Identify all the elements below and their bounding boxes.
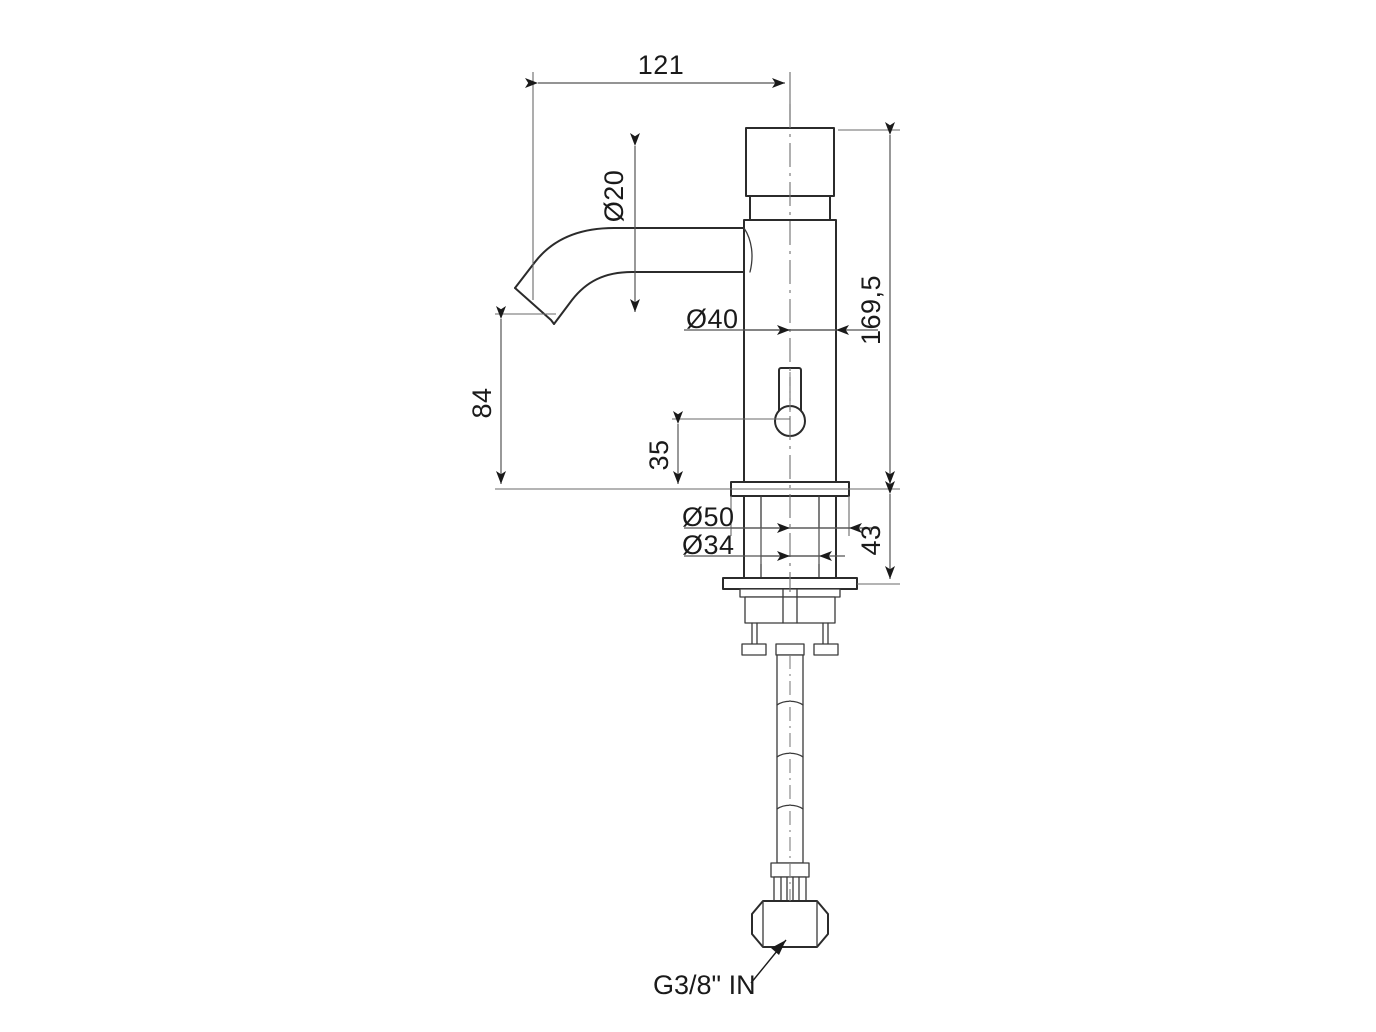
dim-label-43: 43 <box>856 524 886 555</box>
dimension-base-height: 43 <box>856 481 900 585</box>
dimension-shank-diameter: Ø34 <box>682 528 845 564</box>
faucet-geometry <box>514 104 858 948</box>
leader-arrow-icon <box>771 940 786 955</box>
dim-label-d40: Ø40 <box>686 304 739 334</box>
dimension-body-diameter: Ø40 <box>684 304 878 335</box>
dim-label-121: 121 <box>638 50 685 80</box>
annotation-inlet: G3/8" IN <box>653 939 787 1000</box>
dimension-lever-height: 35 <box>644 411 790 484</box>
dim-label-d50: Ø50 <box>682 502 735 532</box>
dimension-spout-diameter: Ø20 <box>599 133 640 312</box>
dimension-total-height: 169,5 <box>838 122 900 490</box>
mounting-hardware <box>739 588 841 656</box>
dim-label-d34: Ø34 <box>682 530 735 560</box>
dim-label-35: 35 <box>644 439 674 470</box>
inlet-hex-nut <box>751 900 829 948</box>
dimension-spout-height: 84 <box>467 306 860 490</box>
dimension-base-diameter: Ø50 <box>682 496 878 536</box>
label-inlet-g38: G3/8" IN <box>653 970 756 1000</box>
dim-label-d20: Ø20 <box>599 170 629 223</box>
dim-label-84: 84 <box>467 387 497 418</box>
dim-label-169-5: 169,5 <box>856 275 886 345</box>
dimension-spout-reach: 121 <box>525 50 791 300</box>
